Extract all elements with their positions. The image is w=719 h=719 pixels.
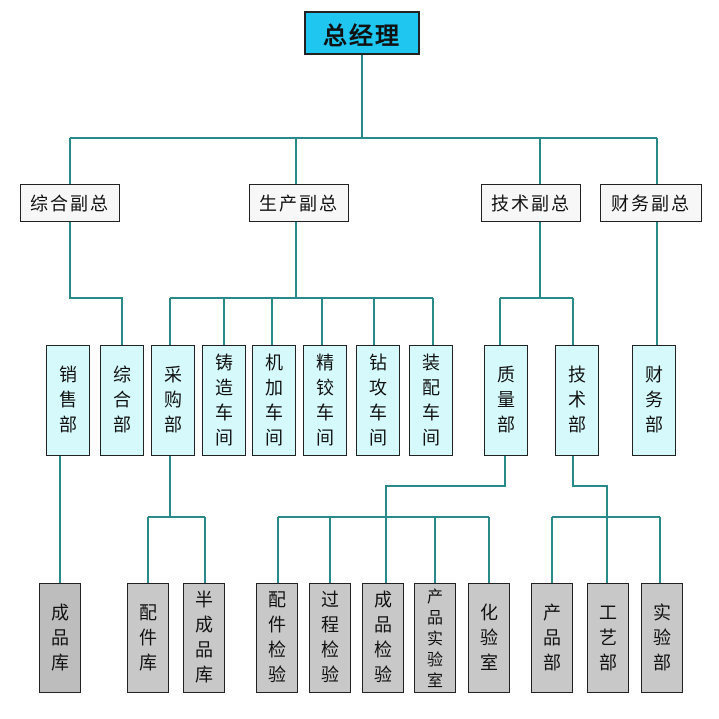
leaf-lab-dept-box: 实 验 部	[641, 583, 683, 693]
leaf-product-lab-box: 产 品 实 验 室	[414, 583, 456, 693]
dept-sales-box: 销 售 部	[46, 345, 90, 456]
leaf-product-dept-box: 产 品 部	[531, 583, 573, 693]
vp-general-box: 综合副总	[20, 184, 120, 222]
dept-tech-box: 技 术 部	[555, 345, 599, 456]
ceo-box: 总经理	[304, 11, 420, 55]
leaf-finished-warehouse-box: 成 品 库	[39, 583, 81, 693]
dept-general-box: 综 合 部	[100, 345, 144, 456]
dept-finance-box: 财 务 部	[632, 345, 676, 456]
dept-machining-box: 机 加 车 间	[252, 345, 296, 456]
leaf-process-inspection-box: 过 程 检 验	[309, 583, 351, 693]
dept-assembly-box: 装 配 车 间	[409, 345, 453, 456]
leaf-parts-warehouse-box: 配 件 库	[127, 583, 169, 693]
leaf-chem-lab-box: 化 验 室	[468, 583, 510, 693]
dept-purchasing-box: 采 购 部	[151, 345, 195, 456]
leaf-product-inspection-box: 成 品 检 验	[362, 583, 404, 693]
leaf-craft-dept-box: 工 艺 部	[587, 583, 629, 693]
vp-technology-box: 技术副总	[481, 184, 581, 222]
dept-casting-box: 铸 造 车 间	[202, 345, 246, 456]
dept-quality-box: 质 量 部	[484, 345, 528, 456]
vp-production-box: 生产副总	[249, 184, 349, 222]
dept-finishing-box: 精 铰 车 间	[303, 345, 347, 456]
dept-drilling-box: 钻 攻 车 间	[356, 345, 400, 456]
leaf-parts-inspection-box: 配 件 检 验	[256, 583, 298, 693]
vp-finance-box: 财务副总	[600, 184, 702, 222]
leaf-semi-warehouse-box: 半 成 品 库	[183, 583, 225, 693]
